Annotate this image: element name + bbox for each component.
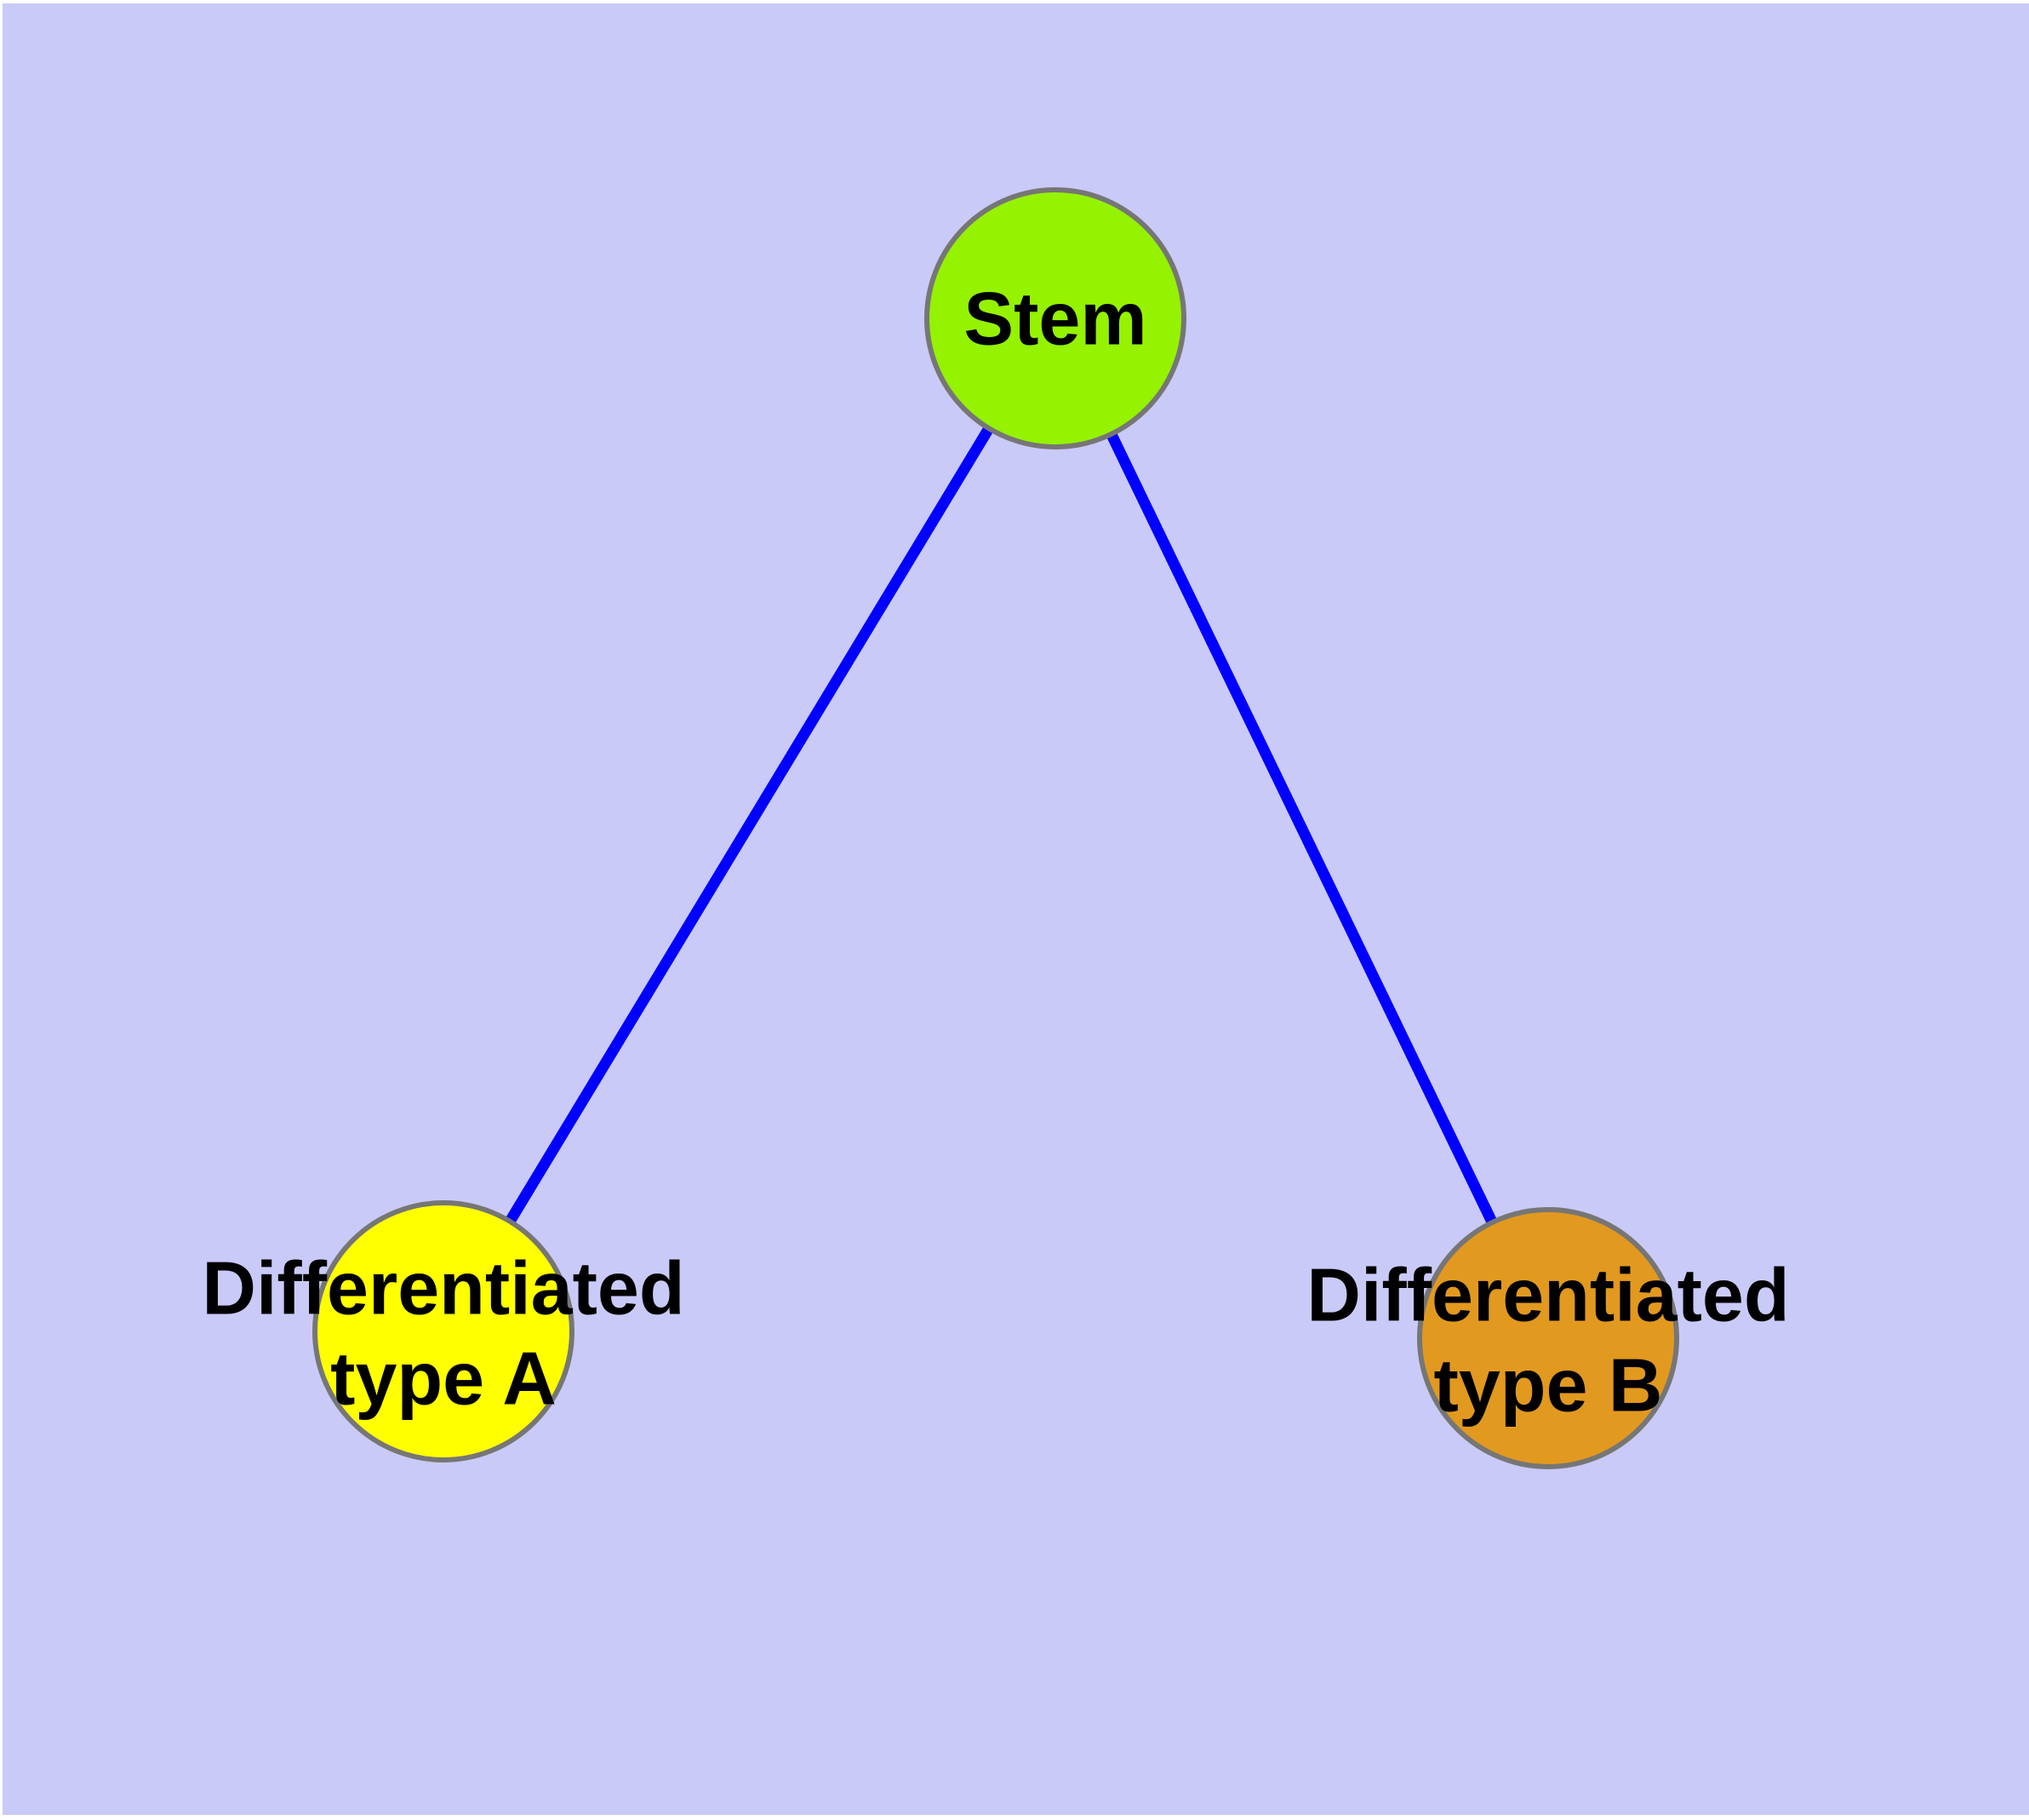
node-type-a-label-line2: type A	[330, 1336, 557, 1421]
node-differentiated-type-b	[1417, 1207, 1679, 1469]
node-type-a-label-line1: Differentiated	[202, 1246, 684, 1331]
node-type-b-label-line2: type B	[1434, 1343, 1663, 1428]
edge-stem-to-type-a	[438, 315, 1060, 1335]
node-differentiated-type-a	[312, 1200, 574, 1462]
edge-stem-to-type-b	[1050, 316, 1553, 1341]
node-stem	[924, 187, 1186, 449]
node-stem-label: Stem	[963, 277, 1146, 361]
node-type-b-label-line1: Differentiated	[1306, 1253, 1789, 1337]
